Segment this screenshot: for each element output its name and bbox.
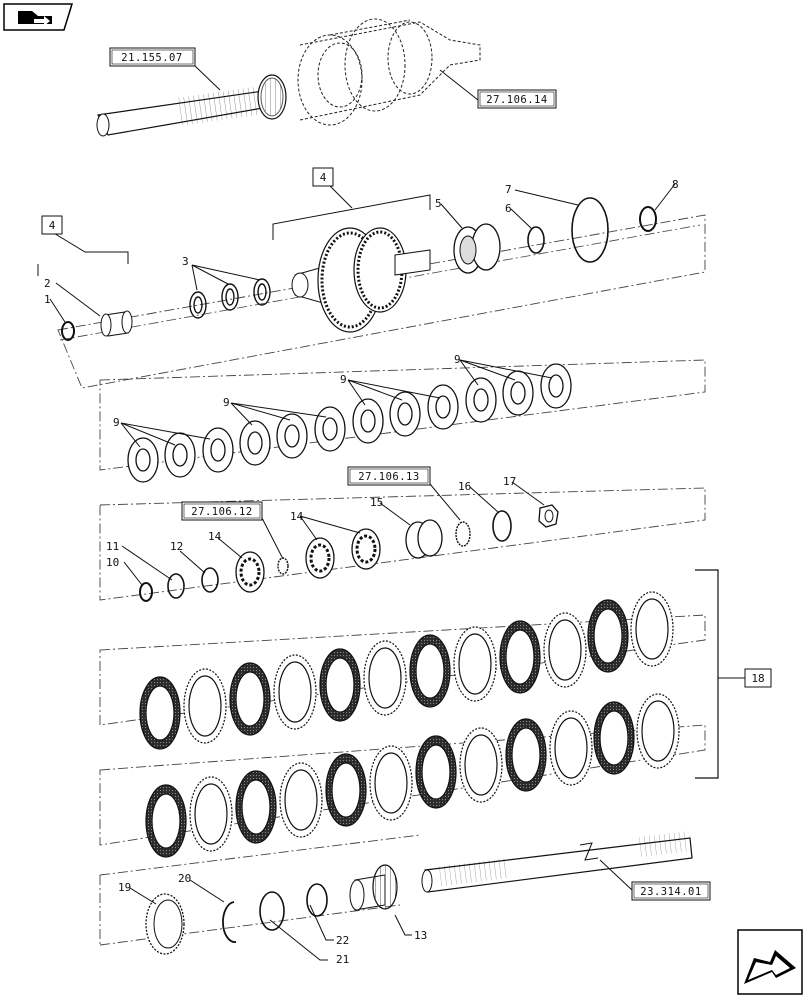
callout-label: 18: [751, 672, 764, 685]
part-16-ring-b: [492, 510, 512, 542]
part-21-ring: [259, 891, 285, 931]
part-13-gear: [349, 864, 398, 911]
part-19-gear-ring: [145, 893, 185, 955]
part-6-ring: [527, 226, 545, 254]
callout-21: 21: [336, 953, 349, 966]
callout-17: 17: [503, 475, 516, 488]
part-20-snap-ring: [222, 901, 237, 943]
callout-12: 12: [170, 540, 183, 553]
callout-20: 20: [178, 872, 191, 885]
callout-box-18: 18: [744, 668, 772, 688]
clutch-plates-row1: [139, 591, 674, 750]
callout-14-a: 14: [208, 530, 222, 543]
part-15-spacer: [405, 519, 443, 559]
row4-frame: [99, 614, 706, 726]
callout-7: 7: [505, 183, 512, 196]
callout-2: 2: [44, 277, 51, 290]
callout-label: 4: [320, 171, 327, 184]
callout-6: 6: [505, 202, 512, 215]
ref-label: 23.314.01: [640, 886, 701, 898]
input-shaft-drawing: [96, 74, 287, 137]
callout-box-4-left: 4: [41, 215, 63, 235]
callout-8: 8: [672, 178, 679, 191]
ref-label: 27.106.14: [486, 94, 547, 106]
part-small-ring: [277, 557, 289, 575]
part-8-snap-ring: [639, 206, 657, 232]
part-5-bearing: [453, 223, 501, 274]
part-14-bearing-mid: [305, 537, 335, 579]
ref-box-27-106-14[interactable]: 27.106.14: [477, 89, 557, 109]
ref-box-23-314-01[interactable]: 23.314.01: [631, 881, 711, 901]
part-9-washers: [127, 363, 572, 483]
part-11-washer: [167, 573, 185, 599]
ref-box-27-106-12[interactable]: 27.106.12: [181, 501, 263, 521]
callout-label: 4: [49, 219, 56, 232]
ref-box-27-106-13[interactable]: 27.106.13: [347, 466, 431, 486]
callout-box-4-top: 4: [312, 167, 334, 187]
ref-label: 27.106.13: [358, 471, 419, 483]
callout-9-c: 9: [340, 373, 347, 386]
callout-15: 15: [370, 496, 383, 509]
leader-lines: [37, 65, 676, 961]
row3-frame: [99, 487, 706, 601]
callout-14-b: 14: [290, 510, 304, 523]
callout-9-a: 9: [113, 416, 120, 429]
part-14-bearing-right: [351, 528, 381, 570]
row2-frame: [99, 359, 706, 471]
clutch-plates-row2: [145, 693, 680, 858]
ref-label: 21.155.07: [121, 52, 182, 64]
callout-9-d: 9: [454, 353, 461, 366]
ref-box-21-155-07[interactable]: 21.155.07: [109, 47, 196, 67]
part-17-nut: [538, 504, 559, 528]
housing-drawing: [297, 18, 481, 126]
part-16-ring-a: [455, 521, 471, 547]
callout-19: 19: [118, 881, 131, 894]
part-10-snap-ring: [139, 582, 153, 602]
row5-frame: [99, 724, 706, 846]
callout-3: 3: [182, 255, 189, 268]
part-4-gear-carrier: [291, 227, 431, 333]
callout-10: 10: [106, 556, 119, 569]
output-shaft-drawing: [421, 831, 693, 893]
part-22-ring: [306, 883, 328, 917]
clutch-pack-bracket: [695, 569, 719, 779]
back-arrow-icon[interactable]: [3, 3, 74, 31]
callout-22: 22: [336, 934, 349, 947]
ref-label: 27.106.12: [191, 506, 252, 518]
next-page-arrow-icon[interactable]: [737, 929, 803, 995]
part-2-bushing: [100, 310, 133, 337]
callout-16: 16: [458, 480, 471, 493]
part-1-snap-ring: [61, 321, 75, 341]
part-14-bearing-left: [235, 551, 265, 593]
callout-13: 13: [414, 929, 427, 942]
callout-9-b: 9: [223, 396, 230, 409]
callout-11: 11: [106, 540, 119, 553]
part-3-washers: [189, 278, 271, 319]
part-7-oring: [571, 197, 609, 263]
callout-1: 1: [44, 293, 51, 306]
callout-5: 5: [435, 197, 442, 210]
part-12-washer: [201, 567, 219, 593]
